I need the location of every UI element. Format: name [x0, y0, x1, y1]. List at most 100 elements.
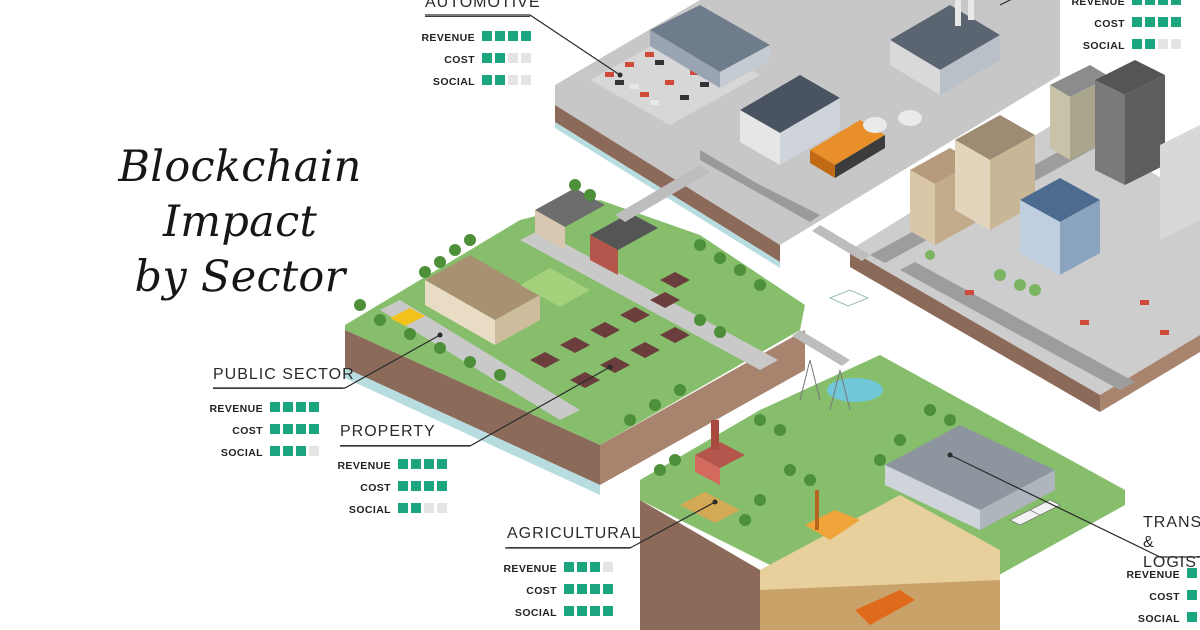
score-box — [283, 402, 293, 412]
score-box — [1145, 39, 1155, 49]
transportation-cost-score — [1187, 590, 1200, 600]
public-sector-social-label: SOCIAL — [220, 447, 263, 459]
score-box — [437, 459, 447, 469]
industrial-revenue-label: REVENUE — [1071, 0, 1125, 8]
sector-rule — [507, 547, 632, 548]
score-box — [270, 446, 280, 456]
score-box — [1171, 0, 1181, 5]
score-box — [296, 402, 306, 412]
score-box — [437, 503, 447, 513]
score-box — [398, 503, 408, 513]
score-box — [603, 584, 613, 594]
transportation-cost-label: COST — [1149, 591, 1180, 603]
sector-property: PROPERTY — [340, 423, 470, 452]
score-box — [270, 402, 280, 412]
industrial-social-label: SOCIAL — [1082, 40, 1125, 52]
industrial-social-score — [1132, 39, 1181, 49]
sector-rule — [340, 445, 470, 446]
score-box — [590, 606, 600, 616]
score-box — [1132, 39, 1142, 49]
sector-automotive: AUTOMOTIVE — [425, 0, 541, 23]
score-box — [1132, 17, 1142, 27]
score-box — [309, 424, 319, 434]
score-box — [495, 75, 505, 85]
score-box — [521, 75, 531, 85]
score-box — [411, 459, 421, 469]
property-cost-score — [398, 481, 447, 491]
score-box — [495, 31, 505, 41]
property-revenue-score — [398, 459, 447, 469]
agricultural-revenue-score — [564, 562, 613, 572]
automotive-social-label: SOCIAL — [432, 76, 475, 88]
score-box — [577, 606, 587, 616]
agricultural-revenue-label: REVENUE — [503, 563, 557, 575]
score-box — [283, 446, 293, 456]
sector-rule — [213, 388, 343, 389]
automotive-revenue-label: REVENUE — [421, 32, 475, 44]
industrial-cost-label: COST — [1094, 18, 1125, 30]
agricultural-logistics-block — [640, 355, 1125, 630]
score-box — [1187, 590, 1197, 600]
agricultural-cost-score — [564, 584, 613, 594]
public-sector-social-score — [270, 446, 319, 456]
score-box — [411, 481, 421, 491]
score-box — [482, 53, 492, 63]
boat-shape — [828, 289, 870, 307]
agricultural-social-label: SOCIAL — [514, 607, 557, 619]
score-box — [508, 75, 518, 85]
sector-name: AUTOMOTIVE — [425, 0, 541, 11]
automotive-cost-label: COST — [444, 54, 475, 66]
score-box — [577, 562, 587, 572]
transportation-revenue-score — [1187, 568, 1200, 578]
score-box — [508, 53, 518, 63]
score-box — [1171, 39, 1181, 49]
sector-agricultural: AGRICULTURAL — [507, 525, 642, 554]
score-box — [603, 562, 613, 572]
public-sector-revenue-score — [270, 402, 319, 412]
score-box — [482, 75, 492, 85]
score-box — [1145, 0, 1155, 5]
transportation-revenue-label: REVENUE — [1126, 569, 1180, 581]
sector-rule — [425, 16, 530, 17]
agricultural-social-score — [564, 606, 613, 616]
score-box — [309, 402, 319, 412]
public-property-block — [345, 179, 805, 495]
sector-name: AGRICULTURAL — [507, 525, 642, 542]
score-box — [521, 31, 531, 41]
property-social-label: SOCIAL — [348, 504, 391, 516]
city-block — [850, 60, 1200, 412]
score-box — [508, 31, 518, 41]
score-box — [296, 446, 306, 456]
industrial-cost-score — [1132, 17, 1181, 27]
bridges — [615, 165, 870, 366]
page-title-line-1: Blockchain Impact — [118, 142, 362, 248]
score-box — [577, 584, 587, 594]
score-box — [564, 562, 574, 572]
sector-public-sector: PUBLIC SECTOR — [213, 366, 354, 395]
score-box — [309, 446, 319, 456]
score-box — [283, 424, 293, 434]
page-title-line-2: by Sector — [134, 252, 346, 303]
score-box — [495, 53, 505, 63]
score-box — [270, 424, 280, 434]
property-revenue-label: REVENUE — [337, 460, 391, 472]
score-box — [1158, 39, 1168, 49]
score-box — [590, 584, 600, 594]
public-sector-revenue-label: REVENUE — [209, 403, 263, 415]
automotive-revenue-score — [482, 31, 531, 41]
score-box — [424, 481, 434, 491]
score-box — [398, 481, 408, 491]
sector-transportation: TRANSPORTATION & LOGISTICS — [1143, 513, 1200, 573]
sector-name: TRANSPORTATION & LOGISTICS — [1143, 514, 1200, 571]
sector-name: PROPERTY — [340, 423, 436, 440]
public-sector-cost-label: COST — [232, 425, 263, 437]
score-box — [424, 459, 434, 469]
public-sector-cost-score — [270, 424, 319, 434]
score-box — [1171, 17, 1181, 27]
score-box — [521, 53, 531, 63]
automotive-social-score — [482, 75, 531, 85]
score-box — [482, 31, 492, 41]
score-box — [1132, 0, 1142, 5]
property-cost-label: COST — [360, 482, 391, 494]
